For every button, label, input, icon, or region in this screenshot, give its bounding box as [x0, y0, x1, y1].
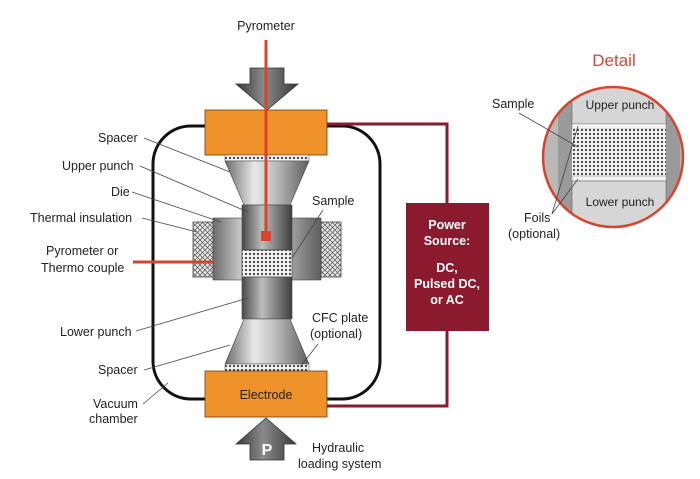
power-source-line3: DC,	[436, 261, 458, 275]
lower-taper	[224, 318, 310, 365]
power-source-line2: Source:	[424, 234, 471, 248]
loading-system-label: loading system	[298, 457, 381, 471]
power-source-line1: Power	[428, 218, 466, 232]
sample-label: Sample	[312, 194, 354, 208]
vacuum-label: Vacuum	[93, 397, 138, 411]
thermal-insulation-leader	[141, 217, 198, 233]
upper-punch-leader	[139, 165, 249, 213]
detail-foils-leader-2	[551, 178, 579, 215]
detail-circle-border	[541, 85, 685, 229]
lower-cfc-layer	[224, 363, 310, 372]
detail-upper-punch-label: Upper punch	[586, 98, 655, 112]
detail-foils-optional-label: (optional)	[508, 227, 560, 241]
detail-right-wall	[666, 87, 680, 227]
sample-block	[241, 249, 293, 278]
spacer-bottom-leader	[143, 344, 231, 371]
lower-punch	[241, 276, 293, 320]
bottom-pressure-arrow	[234, 417, 298, 461]
power-source-line4: Pulsed DC,	[414, 277, 480, 291]
cfc-leader	[299, 343, 319, 368]
pyrometer-top-label: Pyrometer	[237, 19, 295, 33]
insulation-right	[320, 221, 342, 278]
detail-circle-content	[543, 87, 683, 227]
detail-sample-leader	[518, 112, 579, 148]
insulation-left	[192, 221, 214, 278]
spacer-top-label: Spacer	[98, 131, 138, 145]
chamber-label: chamber	[89, 412, 138, 426]
p-symbol: P	[262, 442, 273, 459]
detail-upper-foil	[571, 123, 667, 130]
detail-sample	[572, 129, 666, 176]
circuit-wire-bottom	[327, 331, 449, 408]
die-leader	[131, 191, 222, 223]
spacer-bottom-label: Spacer	[98, 363, 138, 377]
detail-title: Detail	[592, 51, 635, 70]
lower-punch-leader	[135, 297, 249, 332]
thermo-couple-label: Thermo couple	[41, 261, 124, 275]
pyrometer-or-label: Pyrometer or	[46, 244, 118, 258]
lower-punch-label: Lower punch	[60, 325, 132, 339]
circuit-wire-top	[327, 122, 449, 203]
detail-lower-foil	[571, 175, 667, 182]
detail-foils-label: Foils	[524, 211, 550, 225]
detail-foils-leader-1	[551, 125, 579, 215]
hydraulic-label: Hydraulic	[312, 441, 364, 455]
vacuum-leader	[142, 382, 169, 405]
electrode-block	[204, 370, 328, 418]
spacer-top-leader	[143, 137, 231, 173]
thermal-insulation-label: Thermal insulation	[30, 211, 132, 225]
power-source-line5: or AC	[430, 293, 464, 307]
cfc-optional-label: (optional)	[310, 327, 362, 341]
cfc-plate-label: CFC plate	[312, 311, 368, 325]
sample-leader	[291, 209, 324, 259]
detail-sample-label: Sample	[492, 97, 534, 111]
pyrometer-probe-tip	[261, 231, 271, 241]
die-label: Die	[111, 185, 130, 199]
electrode-label: Electrode	[240, 388, 293, 402]
upper-punch-label: Upper punch	[62, 159, 134, 173]
power-source-box	[406, 203, 489, 331]
detail-lower-punch-label: Lower punch	[586, 195, 655, 209]
